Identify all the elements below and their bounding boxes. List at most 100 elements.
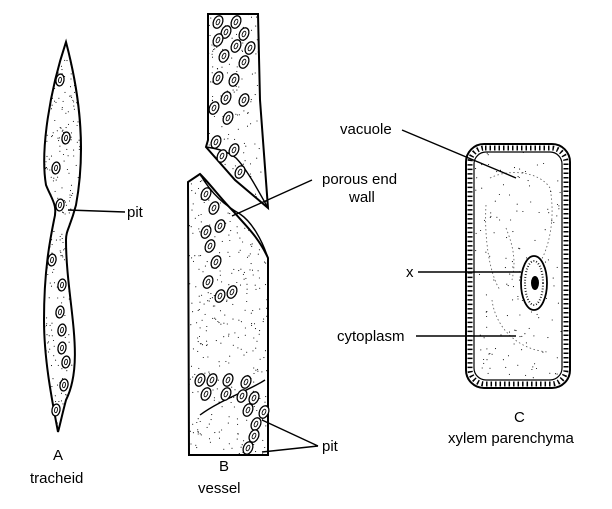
stipple-dot xyxy=(216,279,219,281)
stipple-dot xyxy=(66,148,68,150)
stipple-dot xyxy=(531,368,533,371)
stipple-dot xyxy=(549,372,551,374)
stipple-dot xyxy=(240,446,242,448)
stipple-dot xyxy=(212,305,214,307)
pit-aperture xyxy=(237,168,243,176)
stipple-dot xyxy=(203,201,205,204)
stipple-dot xyxy=(65,112,67,114)
stipple-dot xyxy=(243,440,245,442)
stipple-dot xyxy=(256,16,258,18)
pit-mark xyxy=(242,441,254,455)
stipple-dot xyxy=(260,171,262,173)
stipple-dot xyxy=(556,215,558,217)
stipple-dot xyxy=(215,340,217,342)
stipple-dot xyxy=(528,185,531,187)
stipple-dot xyxy=(204,313,206,315)
stipple-dot xyxy=(229,355,231,357)
stipple-dot xyxy=(69,190,72,192)
stipple-dot xyxy=(49,169,51,171)
stipple-dot xyxy=(489,367,491,369)
stipple-dot xyxy=(47,342,49,344)
pit-aperture xyxy=(60,326,64,334)
pit-aperture xyxy=(54,164,58,172)
stipple-dot xyxy=(201,294,203,296)
stipple-dot xyxy=(70,139,72,141)
stipple-dot xyxy=(263,318,265,320)
stipple-dot xyxy=(196,322,198,324)
stipple-dot xyxy=(57,364,59,366)
stipple-dot xyxy=(50,155,53,157)
stipple-dot xyxy=(189,430,191,432)
stipple-dot xyxy=(231,386,233,388)
stipple-dot xyxy=(246,351,248,353)
pit-mark xyxy=(57,323,67,337)
pit-aperture xyxy=(58,201,62,209)
stipple-dot xyxy=(47,351,50,353)
stipple-dot xyxy=(45,166,48,169)
pit-mark xyxy=(234,165,246,179)
stipple-dot xyxy=(197,309,199,311)
stipple-dot xyxy=(551,319,553,321)
stipple-dot xyxy=(201,344,204,346)
stipple-dot xyxy=(219,274,221,276)
stipple-dot xyxy=(249,173,251,175)
stipple-dot xyxy=(244,309,246,311)
stipple-dot xyxy=(236,114,239,116)
stipple-dot xyxy=(192,348,194,350)
stipple-dot xyxy=(199,231,201,233)
stipple-dot xyxy=(262,439,264,441)
stipple-dot xyxy=(231,37,233,39)
pit-aperture xyxy=(231,146,237,154)
stipple-dot xyxy=(512,286,515,288)
pit-mark xyxy=(242,403,254,417)
stipple-dot xyxy=(246,256,249,258)
stipple-dot xyxy=(200,255,202,257)
stipple-dot xyxy=(558,205,560,207)
stipple-dot xyxy=(239,249,241,251)
pit-mark xyxy=(228,73,240,87)
stipple-dot xyxy=(226,300,228,303)
stipple-dot xyxy=(199,301,201,303)
stipple-dot xyxy=(199,420,201,423)
stipple-dot xyxy=(502,184,505,186)
stipple-dot xyxy=(46,359,48,361)
pit-aperture xyxy=(62,381,66,389)
stipple-dot xyxy=(70,208,72,210)
stipple-dot xyxy=(188,422,190,424)
pit-mark xyxy=(236,389,248,403)
stipple-dot xyxy=(68,200,71,202)
parenchyma-cell xyxy=(465,143,571,389)
stipple-dot xyxy=(76,102,78,104)
stipple-dot xyxy=(246,419,248,421)
stipple-dot xyxy=(547,337,549,339)
parenchyma-letter: C xyxy=(514,409,525,426)
stipple-dot xyxy=(250,16,253,18)
stipple-dot xyxy=(53,268,55,271)
pit-mark xyxy=(47,253,57,267)
stipple-dot xyxy=(64,336,66,338)
stipple-dot xyxy=(55,179,57,181)
vessel-pit-pointer-2 xyxy=(261,445,319,453)
stipple-dot xyxy=(242,273,244,275)
stipple-dot xyxy=(51,395,53,397)
stipple-dot xyxy=(210,81,212,83)
stipple-dot xyxy=(218,322,220,324)
stipple-dot xyxy=(485,251,487,253)
stipple-dot xyxy=(76,141,78,143)
stipple-dot xyxy=(62,153,65,156)
stipple-dot xyxy=(519,314,521,316)
stipple-dot xyxy=(197,187,200,190)
stipple-dot xyxy=(59,235,61,238)
stipple-dot xyxy=(251,323,253,325)
tracheid-cytoplasm-dots xyxy=(43,48,81,424)
pit-mark xyxy=(210,135,222,149)
stipple-dot xyxy=(556,203,559,206)
stipple-dot xyxy=(264,350,267,352)
stipple-dot xyxy=(475,168,477,170)
stipple-dot xyxy=(216,67,218,70)
stipple-dot xyxy=(59,239,61,241)
stipple-dot xyxy=(243,110,245,112)
stipple-dot xyxy=(524,170,527,173)
pit-aperture xyxy=(211,104,217,112)
stipple-dot xyxy=(228,362,230,364)
